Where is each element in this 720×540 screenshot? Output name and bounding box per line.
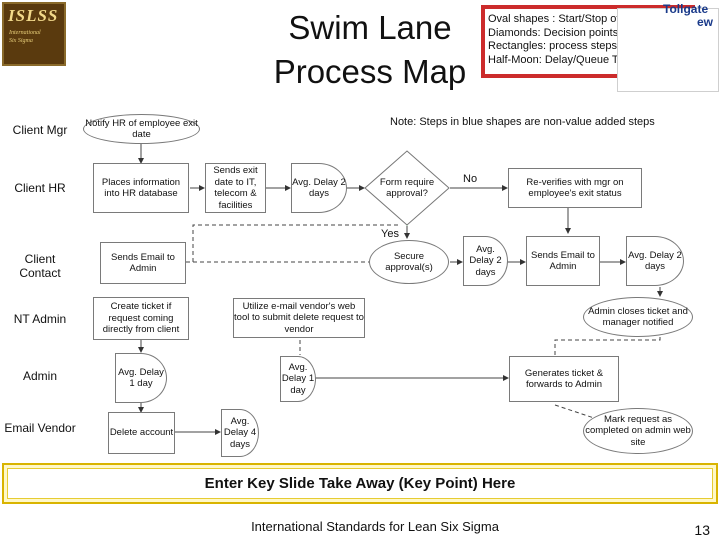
- diamond-form-approval-text: Form require approval?: [379, 176, 435, 200]
- rect-generates-ticket: Generates ticket & forwards to Admin: [509, 356, 619, 402]
- logo-subtext-1: International: [9, 30, 41, 36]
- half-moon-delay-1-day-b: Avg. Delay 1 day: [280, 356, 316, 402]
- title-line-2: Process Map: [273, 53, 467, 90]
- lane-email-vendor: Email Vendor: [4, 421, 76, 435]
- rect-sends-exit: Sends exit date to IT, telecom & facilit…: [205, 163, 266, 213]
- oval-notify-hr: Notify HR of employee exit date: [83, 114, 200, 144]
- lane-client-mgr: Client Mgr: [12, 123, 68, 137]
- rect-places-info: Places information into HR database: [93, 163, 189, 213]
- rect-sends-email-admin-2: Sends Email to Admin: [526, 236, 600, 286]
- page-number: 13: [694, 522, 710, 538]
- oval-admin-closes: Admin closes ticket and manager notified: [583, 297, 693, 337]
- key-takeaway-banner: Enter Key Slide Take Away (Key Point) He…: [2, 463, 718, 504]
- label-no: No: [463, 173, 478, 185]
- half-moon-delay-4-days: Avg. Delay 4 days: [221, 409, 259, 457]
- diamond-form-approval: Form require approval?: [364, 150, 450, 226]
- logo-subtext-2: Six Sigma: [9, 38, 33, 44]
- rect-create-ticket: Create ticket if request coming directly…: [93, 297, 189, 340]
- islss-logo: ISLSS International Six Sigma: [2, 2, 66, 66]
- title-line-1: Swim Lane: [288, 9, 452, 46]
- lane-admin: Admin: [22, 369, 57, 383]
- note-text: Note: Steps in blue shapes are non-value…: [390, 116, 655, 128]
- rect-sends-email-admin: Sends Email to Admin: [100, 242, 186, 284]
- dashed-line-email-admin: [186, 224, 400, 263]
- lane-client-contact: Client Contact: [19, 252, 61, 280]
- lane-nt-admin: NT Admin: [13, 312, 67, 326]
- label-yes: Yes: [381, 228, 399, 240]
- oval-mark-request: Mark request as completed on admin web s…: [583, 408, 693, 454]
- legend-half-moon: Half-Moon: Delay/Queue Time: [488, 53, 636, 66]
- thumbnail-text-2: ew: [697, 15, 714, 29]
- legend-diamond: Diamonds: Decision points: [488, 26, 619, 39]
- half-moon-delay-2-days-a: Avg. Delay 2 days: [291, 163, 347, 213]
- rect-utilize-tool: Utilize e-mail vendor's web tool to subm…: [233, 298, 365, 338]
- half-moon-delay-2-days-c: Avg. Delay 2 days: [626, 236, 684, 286]
- rect-delete-account: Delete account: [108, 412, 175, 454]
- legend-rectangle: Rectangles: process steps: [488, 40, 618, 52]
- thumbnail-text-1: Tollgate: [663, 2, 709, 16]
- oval-secure-approval: Secure approval(s): [369, 240, 449, 284]
- lane-client-hr: Client HR: [14, 181, 66, 195]
- tollgate-thumbnail: Tollgate ew: [615, 2, 720, 92]
- dashed-line-admin-closes: [554, 330, 661, 355]
- logo-text: ISLSS: [8, 6, 59, 25]
- footer-text: International Standards for Lean Six Sig…: [251, 519, 499, 534]
- key-takeaway-text: Enter Key Slide Take Away (Key Point) He…: [7, 468, 713, 499]
- rect-reverifies: Re-verifies with mgr on employee's exit …: [508, 168, 642, 208]
- dashed-line-mark: [554, 404, 601, 421]
- half-moon-delay-2-days-b: Avg. Delay 2 days: [463, 236, 508, 286]
- page-title: Swim Lane Process Map: [255, 6, 485, 94]
- half-moon-delay-1-day-a: Avg. Delay 1 day: [115, 353, 167, 403]
